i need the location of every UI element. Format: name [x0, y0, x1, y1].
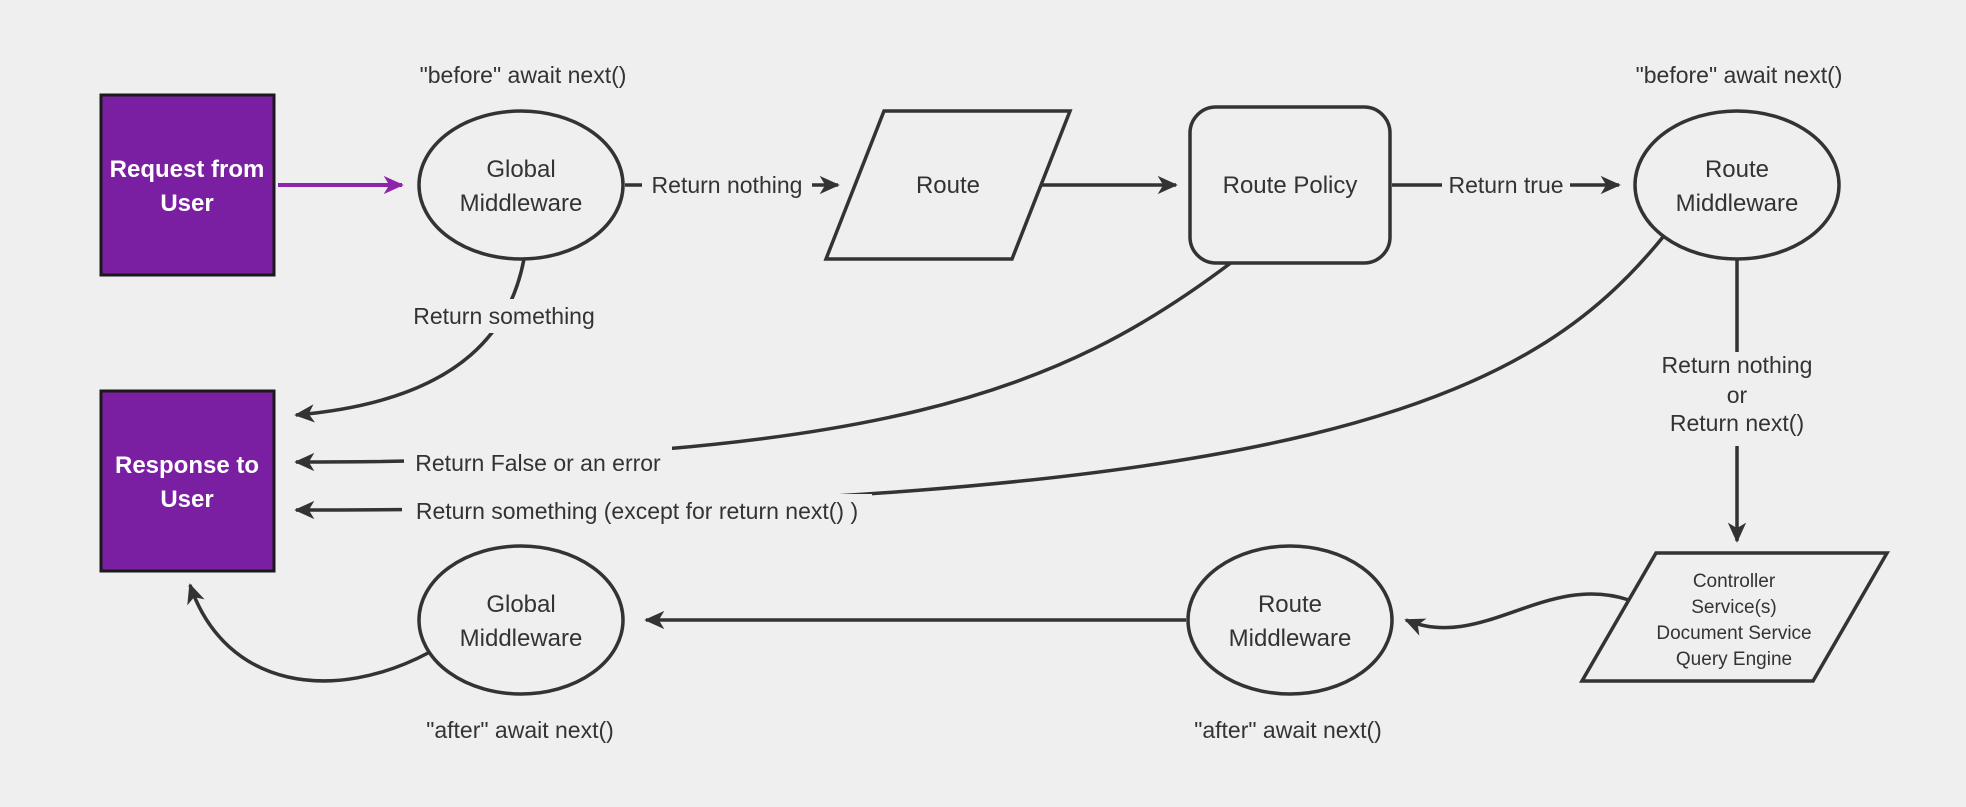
edge-route-policy-return-false [294, 260, 1234, 472]
controller-line2: Service(s) [1691, 597, 1777, 618]
return-nothing-or-line3: Return next() [1670, 410, 1804, 436]
controller-services-parallelogram [1578, 551, 1891, 683]
global-middleware-top-line1: Global [486, 156, 555, 183]
edge-global-middleware-bottom-to-response [187, 583, 431, 683]
request-box-line2: User [160, 190, 213, 217]
return-false-label-bg [404, 446, 672, 480]
request-box-line1: Request from [110, 156, 265, 183]
global-middleware-top-ellipse [417, 109, 625, 261]
global-middleware-bottom-ellipse [417, 544, 625, 696]
global-middleware-bottom-line2: Middleware [460, 625, 583, 652]
edge-controller-to-route-middleware-bottom [1404, 592, 1630, 636]
route-middleware-top-line2: Middleware [1676, 190, 1799, 217]
before-await-right-label: "before" await next() [1636, 62, 1843, 88]
return-something-except-label: Return something (except for return next… [416, 498, 858, 524]
route-middleware-top-ellipse [1633, 109, 1841, 261]
route-policy-label: Route Policy [1223, 172, 1358, 199]
return-nothing-or-line2: or [1727, 382, 1748, 408]
global-middleware-bottom-line1: Global [486, 591, 555, 618]
route-label: Route [916, 172, 980, 199]
route-middleware-bottom-ellipse [1186, 544, 1394, 696]
global-middleware-top-line2: Middleware [460, 190, 583, 217]
after-await-left-label: "after" await next() [426, 717, 614, 743]
request-from-user-box [99, 93, 276, 277]
return-something-label: Return something [413, 303, 595, 329]
response-box-line1: Response to [115, 452, 259, 479]
return-true-label: Return true [1448, 172, 1563, 198]
return-nothing-label-bg [642, 168, 812, 202]
response-box-line2: User [160, 486, 213, 513]
return-nothing-or-label-bg [1645, 352, 1829, 446]
controller-line4: Query Engine [1676, 649, 1792, 670]
controller-line1: Controller [1693, 571, 1776, 592]
return-nothing-label: Return nothing [652, 172, 803, 198]
controller-line3: Document Service [1656, 623, 1811, 644]
response-to-user-box [99, 389, 276, 573]
route-parallelogram [823, 109, 1073, 261]
return-something-label-bg [408, 299, 600, 333]
return-nothing-or-line1: Return nothing [1662, 352, 1813, 378]
return-true-label-bg [1442, 168, 1570, 202]
edge-global-middleware-return-something [294, 258, 526, 423]
route-policy-box [1188, 105, 1392, 265]
route-middleware-bottom-line2: Middleware [1229, 625, 1352, 652]
route-middleware-bottom-line1: Route [1258, 591, 1322, 618]
before-await-left-label: "before" await next() [420, 62, 627, 88]
after-await-right-label: "after" await next() [1194, 717, 1382, 743]
return-something-except-label-bg [402, 494, 872, 528]
route-middleware-top-line1: Route [1705, 156, 1769, 183]
return-false-label: Return False or an error [415, 450, 661, 476]
